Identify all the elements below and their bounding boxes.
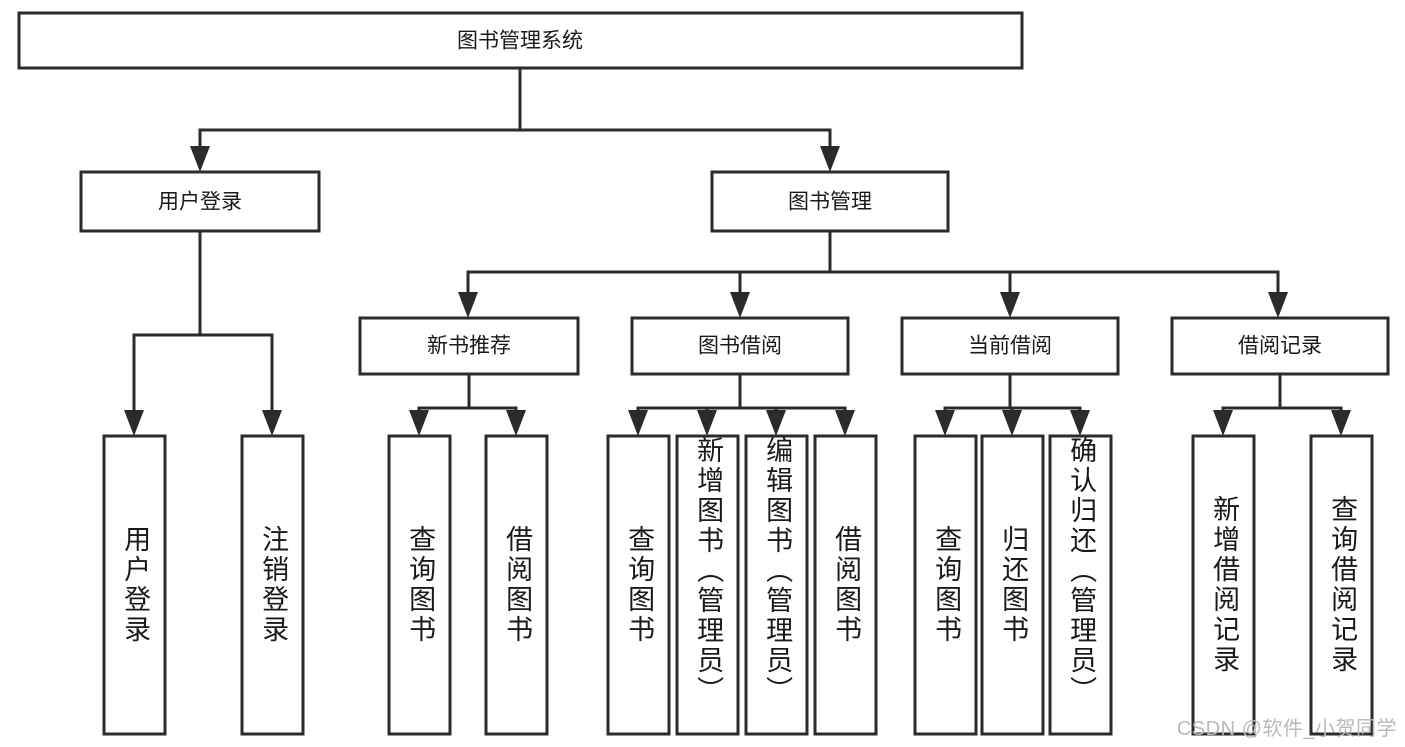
leaf-bb-4-rect[interactable] (813, 434, 878, 736)
leaf-cb-2-rect[interactable] (980, 434, 1045, 736)
node-borrow-record-label: 借阅记录 (1238, 335, 1322, 358)
arrow-bb-leaf-2 (697, 410, 717, 436)
leaf-bb-2-rect[interactable] (675, 434, 740, 736)
arrow-user-login-leaf-1 (124, 410, 144, 436)
arrow-bb-leaf-3 (766, 410, 786, 436)
node-new-book-recommend-rect[interactable] (358, 316, 580, 376)
arrow-bm-to-new-book (458, 292, 478, 318)
node-book-borrow-rect[interactable] (630, 316, 850, 376)
node-book-manage-rect[interactable] (710, 170, 950, 233)
arrow-root-to-book-manage (820, 146, 840, 172)
node-root-label: 图书管理系统 (457, 30, 583, 53)
leaf-nbr-1-rect[interactable] (387, 434, 452, 736)
node-new-book-recommend[interactable]: 新书推荐 (358, 316, 580, 376)
leaf-user-login-2-rect[interactable] (240, 434, 305, 736)
node-borrow-record[interactable]: 借阅记录 (1170, 316, 1390, 376)
node-user-login[interactable]: 用户登录 (79, 170, 321, 233)
node-root[interactable]: 图书管理系统 (17, 11, 1024, 70)
node-book-borrow-label: 图书借阅 (698, 335, 782, 358)
arrow-nbr-leaf-1 (409, 410, 429, 436)
leaf-nbr-2-rect[interactable] (484, 434, 549, 736)
arrow-bm-to-borrow-record (1268, 292, 1288, 318)
arrow-br-leaf-2 (1331, 410, 1351, 436)
node-current-borrow-rect[interactable] (900, 316, 1120, 376)
leaf-bb-1-rect[interactable] (606, 434, 671, 736)
leaf-cb-3-rect[interactable] (1048, 434, 1113, 736)
arrow-root-to-user-login (190, 146, 210, 172)
arrow-cb-leaf-1 (935, 410, 955, 436)
arrow-bb-leaf-4 (835, 410, 855, 436)
csdn-watermark: CSDN @软件_小贺同学 (1176, 718, 1397, 740)
node-borrow-record-rect[interactable] (1170, 316, 1390, 376)
node-book-borrow[interactable]: 图书借阅 (630, 316, 850, 376)
leaf-br-2-rect[interactable] (1309, 434, 1374, 736)
arrow-nbr-leaf-2 (506, 410, 526, 436)
leaf-br-1-rect[interactable] (1191, 434, 1256, 736)
arrow-cb-leaf-2 (1002, 410, 1022, 436)
node-root-rect[interactable] (17, 11, 1024, 70)
node-book-manage[interactable]: 图书管理 (710, 170, 950, 233)
arrow-cb-leaf-3 (1070, 410, 1090, 436)
arrow-bm-to-book-borrow (730, 292, 750, 318)
node-book-manage-label: 图书管理 (788, 191, 872, 214)
arrow-bm-to-current-borrow (1000, 292, 1020, 318)
leaf-user-login-1-rect[interactable] (102, 434, 167, 736)
node-user-login-label: 用户登录 (158, 191, 242, 214)
arrow-user-login-leaf-2 (262, 410, 282, 436)
arrow-br-leaf-1 (1213, 410, 1233, 436)
node-current-borrow-label: 当前借阅 (968, 335, 1052, 358)
node-current-borrow[interactable]: 当前借阅 (900, 316, 1120, 376)
leaf-bb-3-rect[interactable] (744, 434, 809, 736)
node-new-book-recommend-label: 新书推荐 (427, 335, 511, 358)
arrow-bb-leaf-1 (628, 410, 648, 436)
leaf-cb-1-rect[interactable] (913, 434, 978, 736)
